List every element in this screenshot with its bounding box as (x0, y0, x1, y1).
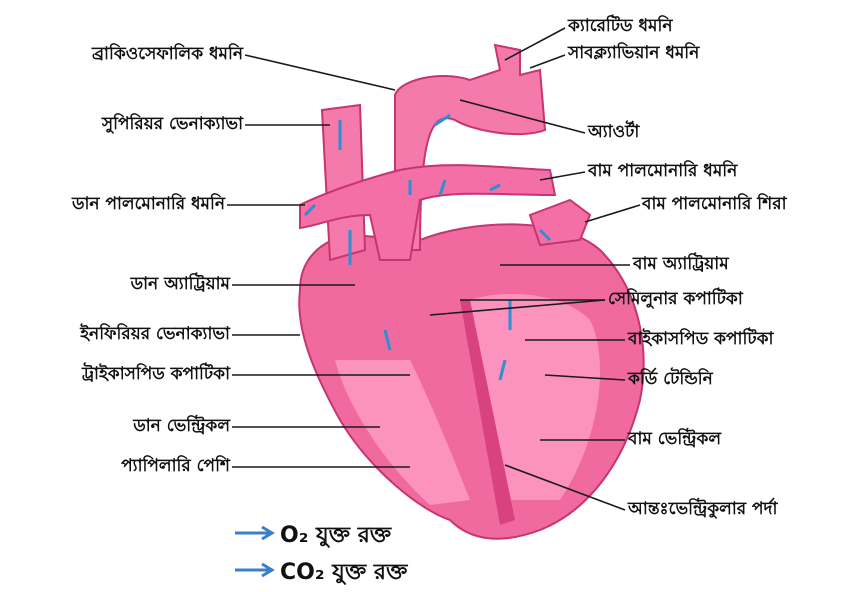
label-chordae-tendineae: কর্ডি টেন্ডিনি (628, 369, 713, 389)
label-right-atrium: ডান অ্যাট্রিয়াম (15, 274, 230, 294)
legend-o2-blood: O₂ যুক্ত রক্ত (280, 518, 391, 555)
label-tricuspid-valve: ট্রাইকাসপিড কপাটিকা (15, 364, 230, 384)
label-left-atrium: বাম অ্যাট্রিয়াম (633, 254, 729, 274)
label-left-ventricle: বাম ভেন্ট্রিকল (628, 429, 721, 449)
label-aorta: অ্যাওর্টা (588, 122, 639, 142)
left-pulmonary-veins (530, 200, 590, 245)
label-carotid-artery: ক্যারেটিড ধমনি (568, 16, 672, 36)
legend-arrow-co2 (235, 564, 272, 576)
label-right-pulmonary-artery: ডান পালমোনারি ধমনি (10, 194, 225, 214)
label-bicuspid-valve: বাইকাসপিড কপাটিকা (628, 329, 773, 349)
label-superior-vena-cava: সুপিরিয়র ভেনাক্যাভা (28, 114, 243, 134)
legend-co2-blood: CO₂ যুক্ত রক্ত (280, 555, 407, 592)
label-right-ventricle: ডান ভেন্ট্রিকল (15, 416, 230, 436)
label-brachiocephalic: ব্রাকিওসেফালিক ধমনি (28, 44, 243, 64)
label-left-pulmonary-vein: বাম পালমোনারি শিরা (642, 194, 787, 214)
label-papillary-muscle: প্যাপিলারি পেশি (15, 456, 230, 476)
label-semilunar-valve: সেমিলুনার কপাটিকা (608, 289, 743, 309)
label-interventricular-septum: আন্তঃভেন্ট্রিকুলার পর্দা (628, 499, 777, 519)
label-inferior-vena-cava: ইনফিরিয়র ভেনাক্যাভা (15, 324, 230, 344)
label-subclavian-artery: সাবক্ল্যাভিয়ান ধমনি (568, 43, 699, 63)
legend-arrow-o2 (235, 527, 272, 539)
label-left-pulmonary-artery: বাম পালমোনারি ধমনি (588, 161, 737, 181)
